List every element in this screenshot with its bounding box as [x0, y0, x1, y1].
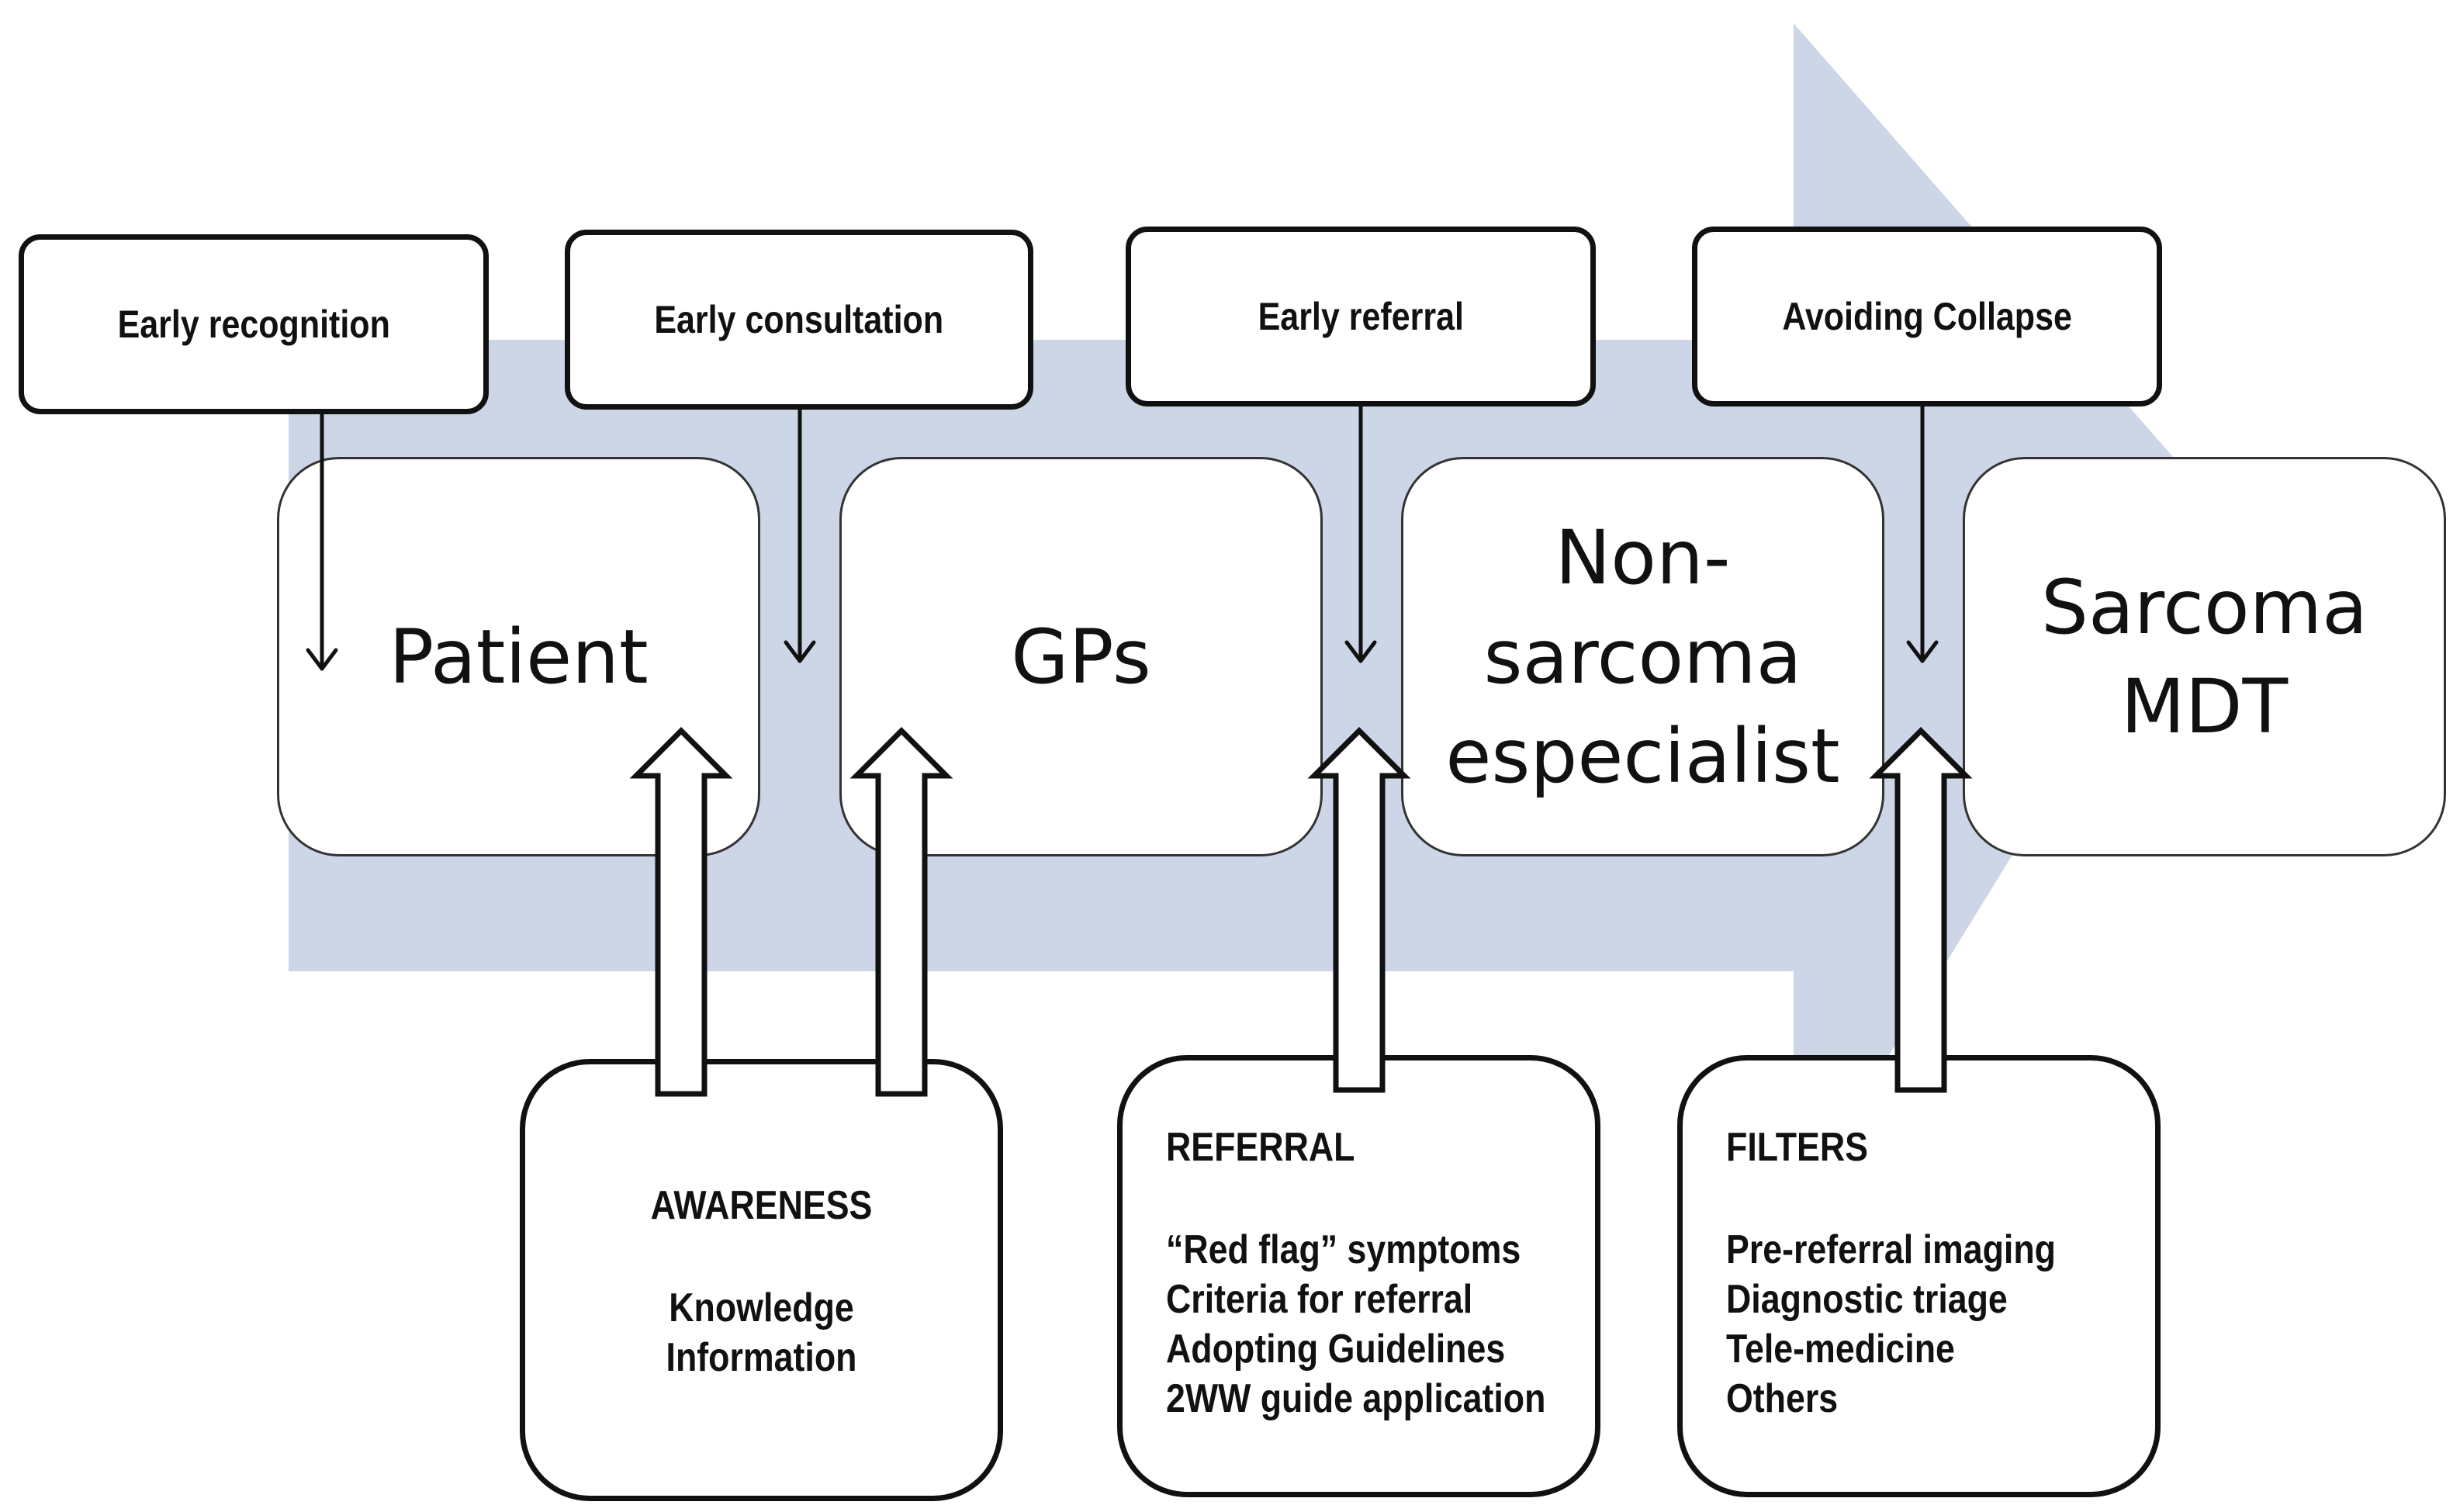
early-recognition-box: Early recognition	[19, 234, 489, 414]
awareness-heading: AWARENESS	[650, 1183, 873, 1228]
awareness-box: AWARENESS Knowledge Information	[520, 1059, 1003, 1501]
stage-gps-label: GPs	[1011, 613, 1151, 701]
awareness-to-patient-arrow	[629, 727, 733, 1097]
stage-sarcoma-mdt-line-2: MDT	[2120, 663, 2289, 750]
stage-non-sarcoma-especialist: Non- sarcoma especialist	[1401, 457, 1884, 856]
stage-non-sarcoma-line-3: especialist	[1445, 712, 1840, 800]
referral-to-specialist-arrow	[1307, 727, 1411, 1093]
avoiding-collapse-label: Avoiding Collapse	[1782, 295, 2072, 338]
filters-item: Tele-medicine	[1726, 1327, 1955, 1372]
referral-item: Criteria for referral	[1166, 1277, 1473, 1322]
awareness-item: Information	[666, 1335, 857, 1380]
arrow-head-recognition	[306, 648, 338, 671]
early-referral-box: Early referral	[1126, 227, 1596, 407]
filters-item: Diagnostic triage	[1726, 1277, 2008, 1322]
stage-non-sarcoma-line-1: Non-	[1555, 514, 1731, 601]
filters-box: FILTERS Pre-referral imaging Diagnostic …	[1677, 1055, 2161, 1497]
early-consultation-box: Early consultation	[565, 230, 1033, 410]
referral-item: Adopting Guidelines	[1166, 1327, 1506, 1372]
filters-heading: FILTERS	[1726, 1125, 1869, 1170]
arrow-head-consultation	[784, 640, 816, 663]
stage-patient-label: Patient	[389, 613, 649, 701]
early-consultation-label: Early consultation	[654, 298, 944, 341]
stage-gps: GPs	[839, 457, 1323, 856]
early-recognition-label: Early recognition	[117, 303, 390, 346]
stage-sarcoma-mdt-line-1: Sarcoma	[2041, 563, 2368, 651]
referral-heading: REFERRAL	[1166, 1125, 1355, 1170]
awareness-item: Knowledge	[669, 1285, 854, 1330]
stage-sarcoma-mdt: Sarcoma MDT	[1963, 457, 2446, 856]
stage-non-sarcoma-line-2: sarcoma	[1483, 613, 1802, 701]
filters-item: Pre-referral imaging	[1726, 1227, 2057, 1272]
referral-item: 2WW guide application	[1166, 1376, 1546, 1421]
awareness-to-gps-arrow	[849, 727, 953, 1097]
arrow-head-referral	[1344, 640, 1377, 663]
arrow-head-collapse	[1906, 640, 1939, 663]
filters-to-mdt-arrow	[1869, 727, 1973, 1093]
referral-box: REFERRAL “Red flag” symptoms Criteria fo…	[1117, 1055, 1600, 1497]
avoiding-collapse-box: Avoiding Collapse	[1692, 227, 2162, 407]
filters-item: Others	[1726, 1376, 1839, 1421]
early-referral-label: Early referral	[1258, 295, 1464, 338]
referral-item: “Red flag” symptoms	[1166, 1227, 1521, 1272]
